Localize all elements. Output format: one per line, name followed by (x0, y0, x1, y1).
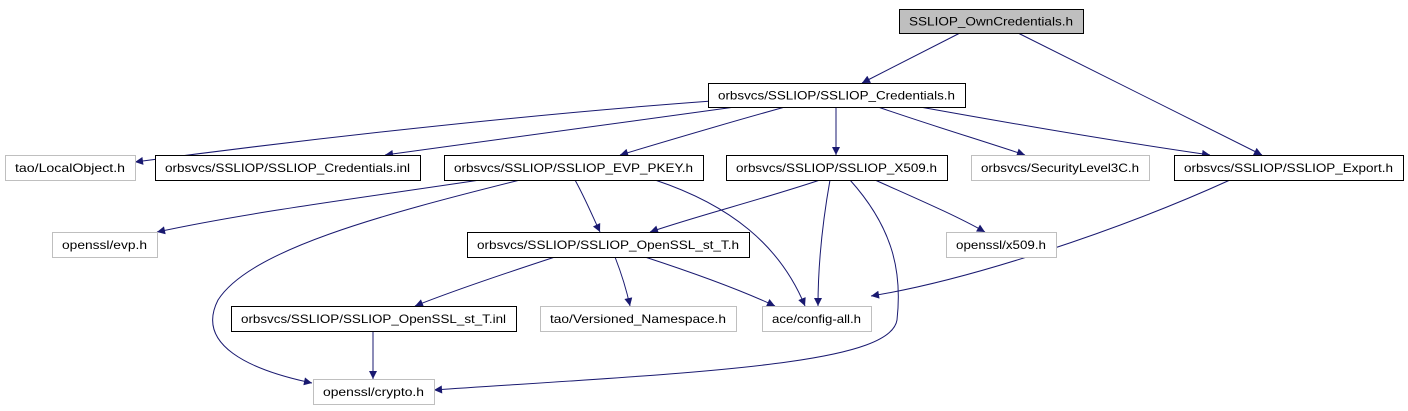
node-label: orbsvcs/SSLIOP/SSLIOP_EVP_PKEY.h (454, 161, 693, 175)
node-label: orbsvcs/SSLIOP/SSLIOP_Credentials.h (718, 89, 955, 103)
node-label: tao/LocalObject.h (15, 161, 125, 175)
edge-x509-to-stt (649, 179, 821, 234)
node-label: openssl/x509.h (956, 238, 1046, 252)
node-label: ace/config-all.h (772, 312, 861, 326)
node-box (52, 232, 158, 258)
node-box (467, 232, 750, 258)
node-box (5, 155, 136, 181)
node-versioned: tao/Versioned_Namespace.h (540, 306, 737, 332)
edge-stt-to-versioned (614, 256, 633, 307)
edge-own-to-cred (861, 32, 961, 84)
edge-evppkey-to-evp (156, 179, 481, 235)
node-label: orbsvcs/SSLIOP/SSLIOP_OpenSSL_st_T.h (477, 238, 739, 252)
node-box (1174, 155, 1404, 181)
node-sttinl[interactable]: orbsvcs/SSLIOP/SSLIOP_OpenSSL_st_T.inl (231, 306, 517, 332)
edge-x509-to-x509h (874, 179, 986, 233)
edge-x509-to-config (814, 179, 831, 307)
node-config: ace/config-all.h (762, 306, 872, 332)
node-evppkey[interactable]: orbsvcs/SSLIOP/SSLIOP_EVP_PKEY.h (444, 155, 704, 181)
node-x509h: openssl/x509.h (946, 232, 1057, 258)
node-box (946, 232, 1057, 258)
node-x509[interactable]: orbsvcs/SSLIOP/SSLIOP_X509.h (726, 155, 948, 181)
edge-own-to-export (1017, 32, 1263, 156)
node-box (708, 83, 966, 108)
node-stt[interactable]: orbsvcs/SSLIOP/SSLIOP_OpenSSL_st_T.h (467, 232, 750, 258)
node-label: orbsvcs/SSLIOP/SSLIOP_Credentials.inl (165, 161, 410, 175)
node-box (726, 155, 948, 181)
node-box (971, 155, 1150, 181)
node-label: tao/Versioned_Namespace.h (550, 312, 726, 326)
node-box (444, 155, 704, 181)
node-box (313, 379, 435, 405)
edge-cred-to-sec3c (877, 106, 1026, 157)
edge-x509-to-crypto (433, 179, 899, 394)
node-label: openssl/crypto.h (323, 385, 424, 399)
node-box (231, 306, 517, 332)
edge-stt-to-config (644, 256, 776, 307)
node-box (899, 9, 1084, 34)
edge-stt-to-sttinl (414, 256, 556, 307)
node-box (155, 155, 421, 181)
node-export[interactable]: orbsvcs/SSLIOP/SSLIOP_Export.h (1174, 155, 1404, 181)
node-label: openssl/evp.h (62, 238, 147, 252)
edge-cred-to-localobj (134, 100, 713, 165)
node-label: orbsvcs/SSLIOP/SSLIOP_X509.h (736, 161, 937, 175)
node-label: orbsvcs/SecurityLevel3C.h (981, 161, 1139, 175)
node-localobj: tao/LocalObject.h (5, 155, 136, 181)
node-label: orbsvcs/SSLIOP/SSLIOP_Export.h (1184, 161, 1393, 175)
node-box (540, 306, 737, 332)
edge-evppkey-to-stt (574, 179, 601, 233)
node-credinl[interactable]: orbsvcs/SSLIOP/SSLIOP_Credentials.inl (155, 155, 421, 181)
node-crypto: openssl/crypto.h (313, 379, 435, 405)
edge-evppkey-to-crypto (212, 179, 521, 386)
node-evp: openssl/evp.h (52, 232, 158, 258)
edge-cred-to-export (919, 106, 1211, 158)
node-label: SSLIOP_OwnCredentials.h (909, 15, 1073, 29)
edge-cred-to-evppkey (619, 106, 786, 157)
node-sec3c: orbsvcs/SecurityLevel3C.h (971, 155, 1150, 181)
node-box (762, 306, 872, 332)
edge-cred-to-credinl (384, 106, 736, 158)
node-label: orbsvcs/SSLIOP/SSLIOP_OpenSSL_st_T.inl (241, 312, 506, 326)
edge-evppkey-to-config (654, 179, 806, 307)
node-cred[interactable]: orbsvcs/SSLIOP/SSLIOP_Credentials.h (708, 83, 966, 108)
node-own[interactable]: SSLIOP_OwnCredentials.h (899, 9, 1084, 34)
